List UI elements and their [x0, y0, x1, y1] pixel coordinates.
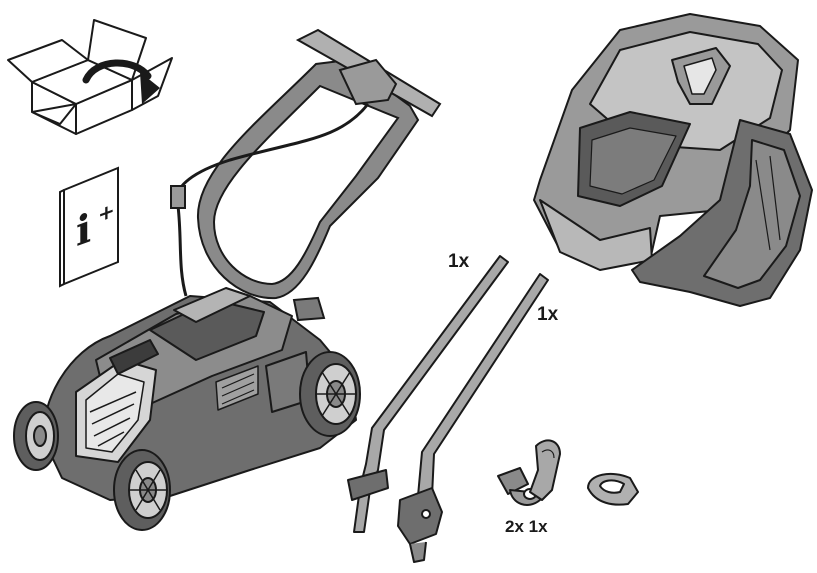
upper-handle-quantity: 1x: [448, 251, 470, 272]
front-left-wheel: [13, 401, 59, 471]
clamps-quantity: 2x 1x: [505, 517, 548, 536]
open-box-icon: [7, 19, 173, 135]
upper-handle-assembly: [170, 28, 442, 322]
lawn-mower-body: [42, 287, 357, 501]
manual-info-superscript: +: [98, 198, 115, 227]
lower-handle-tube: [397, 273, 549, 563]
front-right-wheel: [113, 449, 171, 531]
manual-info-symbol: i: [76, 203, 91, 256]
manual-info-icon: i +: [59, 166, 119, 288]
grass-box-bottom: [631, 119, 813, 307]
rear-wheel: [299, 351, 361, 437]
lower-handle-quantity: 1x: [537, 304, 559, 325]
grass-box-top: [533, 13, 799, 271]
quick-release-lever: [529, 439, 561, 501]
upper-handle-tube: [347, 255, 509, 533]
cable-clip: [587, 472, 639, 506]
